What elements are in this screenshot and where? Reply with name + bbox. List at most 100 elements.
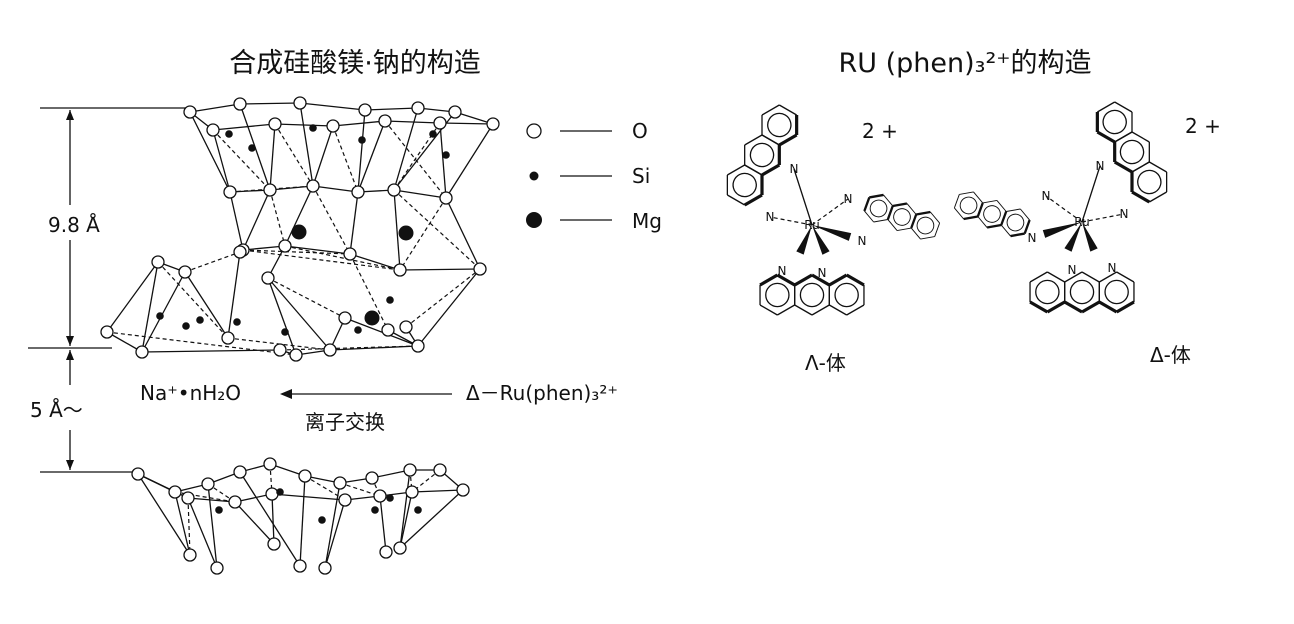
wedge-bond — [1064, 222, 1082, 252]
oxygen-atom — [261, 271, 275, 285]
phenanthroline-ligand — [759, 273, 865, 316]
oxygen-atom — [206, 123, 220, 137]
oxygen-atom — [151, 255, 165, 269]
delta-charge-label: 2 + — [1185, 114, 1221, 138]
oxygen-atom — [268, 117, 282, 131]
upper-silicate-layer — [100, 96, 500, 362]
oxygen-atom — [183, 548, 197, 562]
oxygen-atom — [201, 477, 215, 491]
oxygen-atom — [233, 97, 247, 111]
phenanthroline-ligand — [863, 193, 941, 240]
lower-silicate-layer — [131, 457, 470, 575]
oxygen-atom — [333, 476, 347, 490]
lambda-isomer-label: Λ-体 — [805, 351, 846, 375]
oxygen-atom — [411, 101, 425, 115]
ru-n-bond — [1045, 195, 1083, 223]
silicon-atom — [225, 130, 233, 138]
oxygen-atom — [343, 247, 357, 261]
nitrogen-atom: N — [858, 234, 867, 248]
magnesium-atom — [291, 224, 307, 240]
oxygen-atom — [228, 495, 242, 509]
oxygen-atom — [351, 185, 365, 199]
silicon-atom — [196, 316, 204, 324]
oxygen-atom — [183, 105, 197, 119]
ru-n-bond — [769, 216, 813, 226]
oxygen-atom — [263, 457, 277, 471]
oxygen-atom — [318, 561, 332, 575]
oxygen-atom — [486, 117, 500, 131]
oxygen-atom — [338, 311, 352, 325]
legend-oxygen-label: O — [632, 119, 648, 143]
interlayer-cation-label: Na⁺•nH₂O — [140, 381, 241, 405]
oxygen-atom — [100, 325, 114, 339]
right-panel-title: RU (phen)₃²⁺的构造 — [838, 48, 1091, 79]
phenanthroline-ligand — [726, 104, 799, 207]
ru-n-bond — [1081, 213, 1125, 223]
oxygen-atom — [233, 245, 247, 259]
nitrogen-atom: N — [1068, 263, 1077, 277]
layer-thickness-dimension — [28, 107, 190, 473]
oxygen-atom — [168, 485, 182, 499]
silicon-atom — [233, 318, 241, 326]
wedge-bond — [796, 225, 812, 255]
nitrogen-atom: N — [1108, 261, 1117, 275]
nitrogen-atom: N — [766, 210, 775, 224]
delta-isomer-label: Δ-体 — [1150, 343, 1191, 367]
oxygen-atom — [221, 331, 235, 345]
nitrogen-atom: N — [818, 266, 827, 280]
legend-silicon-symbol — [529, 171, 539, 181]
left-panel-title: 合成硅酸镁·钠的构造 — [229, 48, 481, 79]
nitrogen-atom: N — [778, 264, 787, 278]
oxygen-atom — [265, 487, 279, 501]
oxygen-atom — [399, 320, 413, 334]
oxygen-atom — [373, 489, 387, 503]
silicon-atom — [386, 494, 394, 502]
oxygen-atom — [135, 345, 149, 359]
oxygen-atom — [210, 561, 224, 575]
oxygen-atom — [448, 105, 462, 119]
ruthenium-atom: Ru — [804, 218, 819, 232]
oxygen-atom — [306, 179, 320, 193]
magnesium-atom — [364, 310, 380, 326]
silicon-atom — [309, 124, 317, 132]
ru-n-bond — [811, 198, 849, 226]
oxygen-atom — [338, 493, 352, 507]
wedge-bond — [812, 225, 830, 255]
silicon-atom — [371, 506, 379, 514]
ru-n-bond — [1081, 165, 1101, 223]
nitrogen-atom: N — [844, 192, 853, 206]
oxygen-atom — [267, 537, 281, 551]
ion-exchange-arrow — [280, 389, 452, 399]
silicon-atom — [182, 322, 190, 330]
wedge-bond — [812, 225, 852, 241]
silicon-atom — [442, 151, 450, 159]
silicon-atom — [414, 506, 422, 514]
oxygen-atom — [289, 348, 303, 362]
oxygen-atom — [405, 485, 419, 499]
nitrogen-atom: N — [1028, 231, 1037, 245]
wedge-bond — [1082, 222, 1098, 252]
oxygen-atom — [365, 471, 379, 485]
silicon-atom — [429, 130, 437, 138]
silicon-atom — [358, 136, 366, 144]
oxygen-atom — [263, 183, 277, 197]
oxygen-atom — [298, 469, 312, 483]
silicon-atom — [215, 506, 223, 514]
oxygen-atom — [181, 491, 195, 505]
oxygen-atom — [131, 467, 145, 481]
oxygen-atom — [278, 239, 292, 253]
legend-silicon-label: Si — [632, 164, 650, 188]
nitrogen-atom: N — [790, 162, 799, 176]
lambda-charge-label: 2 + — [862, 119, 898, 143]
oxygen-atom — [387, 183, 401, 197]
nitrogen-atom: N — [1120, 207, 1129, 221]
oxygen-atom — [439, 191, 453, 205]
legend: O Si Mg — [526, 119, 662, 233]
oxygen-atom — [323, 343, 337, 357]
nitrogen-atom: N — [1096, 159, 1105, 173]
legend-oxygen-symbol — [526, 123, 542, 139]
legend-magnesium-symbol — [526, 212, 542, 228]
wedge-bond — [1042, 222, 1082, 238]
